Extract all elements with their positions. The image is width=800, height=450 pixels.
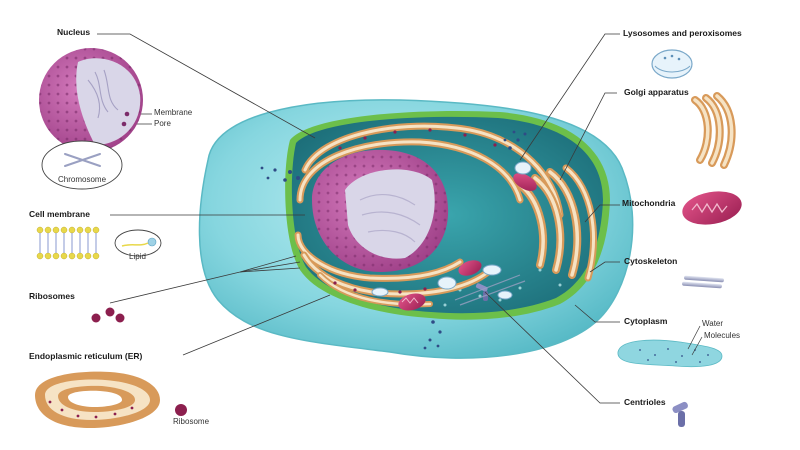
label-lysosomes: Lysosomes and peroxisomes bbox=[623, 28, 742, 38]
cytoplasm-inset bbox=[617, 325, 723, 368]
label-cytoskeleton: Cytoskeleton bbox=[624, 256, 678, 266]
label-cytoplasm: Cytoplasm bbox=[624, 316, 668, 326]
label-chromosome: Chromosome bbox=[58, 175, 107, 184]
mitochondria-inset bbox=[682, 191, 742, 225]
label-centrioles: Centrioles bbox=[624, 397, 666, 407]
ribosomes-inset bbox=[91, 307, 125, 323]
label-er: Endoplasmic reticulum (ER) bbox=[29, 351, 143, 361]
label-water: Water bbox=[702, 319, 724, 328]
label-nucleus: Nucleus bbox=[57, 27, 91, 37]
cell bbox=[198, 99, 634, 359]
golgi-inset bbox=[691, 92, 736, 169]
label-membrane: Membrane bbox=[154, 108, 193, 117]
nucleus bbox=[312, 149, 449, 272]
secreted-particles bbox=[260, 130, 527, 350]
lysosomes-inset bbox=[651, 49, 693, 79]
cell-cytoskeleton bbox=[454, 274, 526, 306]
label-ribosome: Ribosome bbox=[173, 417, 210, 426]
er-inset bbox=[35, 371, 187, 428]
label-lipid: Lipid bbox=[129, 252, 146, 261]
label-ribosomes: Ribosomes bbox=[29, 291, 75, 301]
cell-membrane-inset bbox=[36, 226, 162, 260]
centrioles-inset bbox=[672, 401, 688, 427]
label-golgi: Golgi apparatus bbox=[624, 87, 689, 97]
label-molecules: Molecules bbox=[704, 331, 741, 340]
label-pore: Pore bbox=[154, 119, 171, 128]
er-sheets bbox=[294, 122, 564, 308]
cell-mitochondria bbox=[398, 173, 537, 311]
label-cell-membrane: Cell membrane bbox=[29, 209, 90, 219]
cytoskeleton-inset bbox=[682, 275, 724, 289]
golgi bbox=[516, 164, 597, 282]
nucleus-inset bbox=[39, 48, 143, 190]
cell-vesicles bbox=[371, 161, 532, 300]
label-mitochondria: Mitochondria bbox=[622, 198, 676, 208]
